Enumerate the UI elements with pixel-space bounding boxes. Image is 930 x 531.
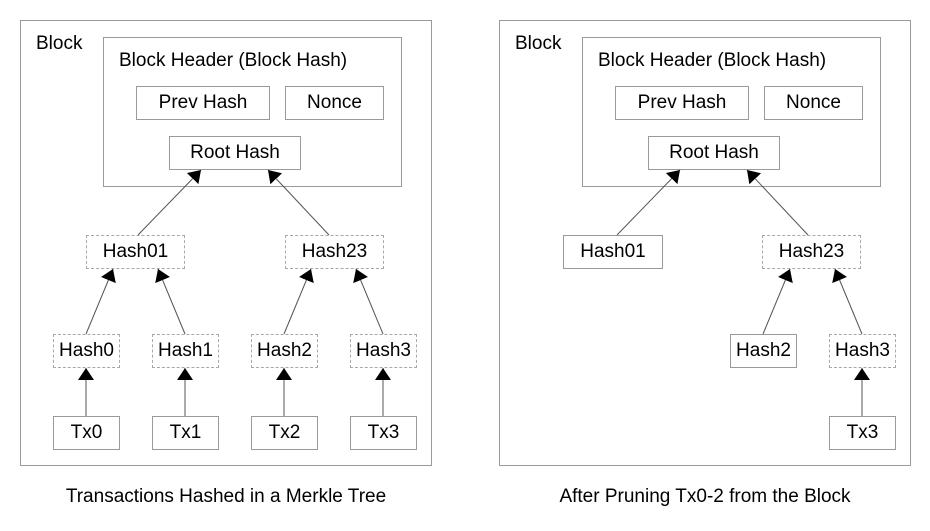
- left-block-header: Block Header (Block Hash): [103, 37, 402, 187]
- right-hash23-box: Hash23: [762, 235, 861, 269]
- edge-hash01-root-left: [137, 169, 202, 236]
- left-caption: Transactions Hashed in a Merkle Tree: [65, 486, 387, 507]
- right-hash2-box: Hash2: [730, 334, 797, 368]
- left-tx1-box: Tx1: [152, 416, 219, 450]
- left-hash2-box: Hash2: [251, 334, 318, 368]
- left-block-label: Block: [36, 33, 83, 54]
- edge-hash2-hash23-right: [762, 268, 793, 335]
- left-hash1-box: Hash1: [152, 334, 219, 368]
- edge-hash2-hash23-left: [283, 268, 314, 335]
- right-caption: After Pruning Tx0-2 from the Block: [559, 486, 851, 507]
- right-header-title: Block Header (Block Hash): [598, 50, 827, 71]
- right-nonce-box: Nonce: [764, 86, 863, 120]
- left-hash01-box: Hash01: [86, 235, 185, 269]
- left-header-title: Block Header (Block Hash): [119, 50, 348, 71]
- right-hash3-box: Hash3: [829, 334, 896, 368]
- edge-hash23-root-left: [267, 169, 330, 236]
- edge-hash23-root-right: [746, 169, 809, 236]
- right-hash01-box: Hash01: [563, 235, 663, 269]
- right-block-header: Block Header (Block Hash): [582, 37, 881, 187]
- left-prev-hash-box: Prev Hash: [136, 86, 270, 120]
- right-prev-hash-box: Prev Hash: [615, 86, 749, 120]
- left-tx3-box: Tx3: [350, 416, 417, 450]
- left-hash23-box: Hash23: [285, 235, 384, 269]
- left-nonce-box: Nonce: [285, 86, 384, 120]
- edge-hash3-hash23-right: [832, 268, 863, 335]
- left-hash3-box: Hash3: [350, 334, 417, 368]
- right-tx3-box: Tx3: [829, 416, 896, 450]
- left-root-hash-box: Root Hash: [169, 136, 301, 170]
- edge-hash0-hash01-left: [85, 268, 116, 335]
- left-tx2-box: Tx2: [251, 416, 318, 450]
- right-block-label: Block: [515, 33, 562, 54]
- left-hash0-box: Hash0: [53, 334, 120, 368]
- edge-hash3-hash23-left: [353, 268, 384, 335]
- right-root-hash-box: Root Hash: [648, 136, 780, 170]
- edge-hash1-hash01-left: [155, 268, 186, 335]
- left-tx0-box: Tx0: [53, 416, 120, 450]
- edge-hash01-root-right: [616, 169, 681, 236]
